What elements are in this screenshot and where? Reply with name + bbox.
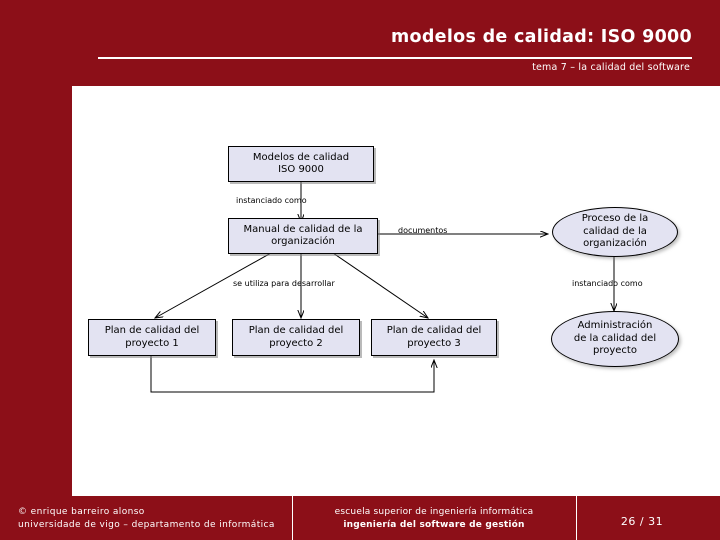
edge-label-instanciado-como-2: instanciado como [572,279,643,288]
node-modelos-label: Modelos de calidad ISO 9000 [252,151,350,176]
footer-institution: escuela superior de ingeniería informáti… [292,506,576,532]
node-manual-label: Manual de calidad de la organización [243,223,363,248]
node-plan-1-label: Plan de calidad del proyecto 1 [104,325,200,349]
node-manual[interactable]: Manual de calidad de la organización [228,218,378,254]
node-plan-1[interactable]: Plan de calidad del proyecto 1 [88,319,216,356]
node-administracion[interactable]: Administración de la calidad del proyect… [551,311,679,367]
node-modelos[interactable]: Modelos de calidad ISO 9000 [228,146,374,182]
decorative-left-band [0,0,72,540]
page-number: 26 / 31 [620,515,664,528]
footer-author: © enrique barreiro alonso universidade d… [18,506,275,532]
edge-label-se-utiliza-para-desarrollar: se utiliza para desarrollar [233,279,335,288]
node-plan-2[interactable]: Plan de calidad del proyecto 2 [232,319,360,356]
node-plan-3-label: Plan de calidad del proyecto 3 [386,325,482,349]
node-proceso-label: Proceso de la calidad de la organización [581,213,649,250]
title-divider [98,57,692,59]
node-administracion-label: Administración de la calidad del proyect… [573,320,657,357]
edge-label-instanciado-como-1: instanciado como [236,196,307,205]
page-title: modelos de calidad: ISO 9000 [391,27,692,47]
footer-institution-line-1: escuela superior de ingeniería informáti… [334,507,534,517]
title-banner [72,0,720,86]
footer-author-line-1: © enrique barreiro alonso [18,507,145,517]
node-plan-3[interactable]: Plan de calidad del proyecto 3 [371,319,497,356]
node-proceso[interactable]: Proceso de la calidad de la organización [552,207,678,257]
node-plan-2-label: Plan de calidad del proyecto 2 [248,325,344,349]
page-subtitle: tema 7 – la calidad del software [532,62,690,73]
footer-author-line-2: universidade de vigo – departamento de i… [18,520,275,530]
footer-divider-right [576,496,577,540]
footer-banner [0,496,720,540]
footer-divider-left [292,496,293,540]
edge-label-documentos: documentos [398,226,448,235]
footer-institution-line-2: ingeniería del software de gestión [343,520,525,530]
